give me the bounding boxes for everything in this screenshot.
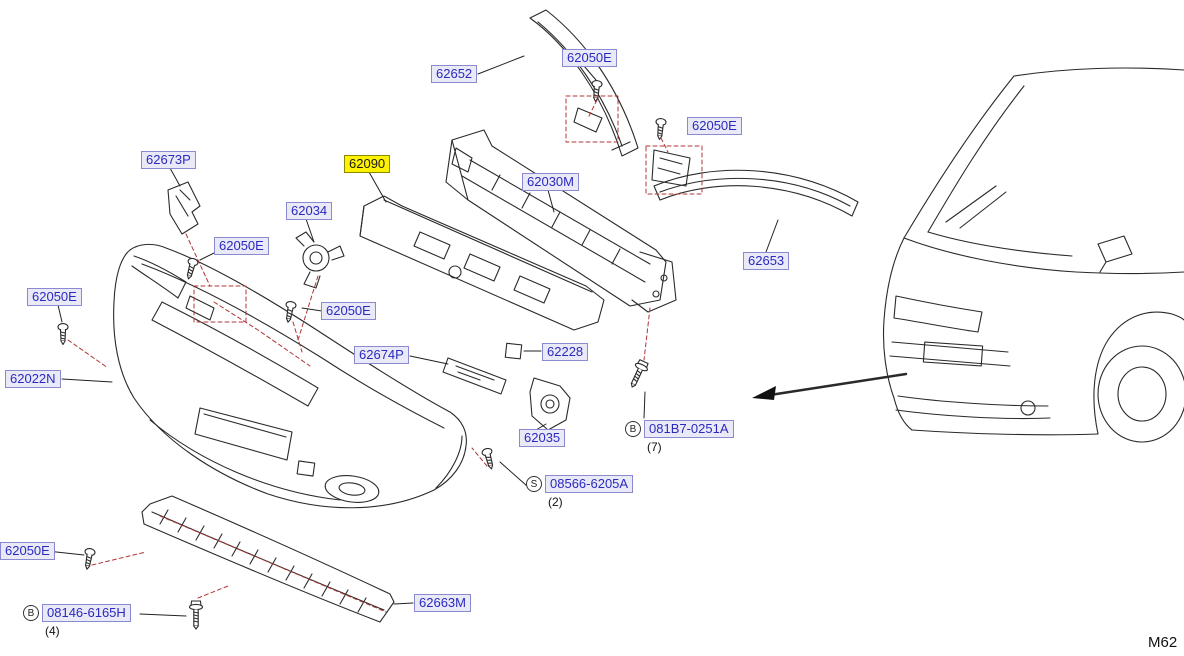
part-drawing-62090 bbox=[359, 195, 605, 331]
part-label-62035[interactable]: 62035 bbox=[519, 429, 566, 447]
part-label-62050E[interactable]: 62050E bbox=[321, 302, 376, 320]
part-number[interactable]: 62050E bbox=[0, 542, 55, 560]
part-number[interactable]: 62050E bbox=[27, 288, 82, 306]
part-number[interactable]: 62228 bbox=[542, 343, 589, 361]
part-label-62034[interactable]: 62034 bbox=[286, 202, 333, 220]
part-drawing-62673P bbox=[167, 181, 201, 235]
quantity: (7) bbox=[647, 440, 662, 455]
page-code: M62 bbox=[1148, 634, 1178, 651]
part-number[interactable]: 62050E bbox=[214, 237, 269, 255]
part-number[interactable]: 62674P bbox=[354, 346, 409, 364]
leader-lines bbox=[46, 55, 779, 617]
part-number[interactable]: 62090 bbox=[344, 155, 391, 173]
part-number[interactable]: 62030M bbox=[522, 173, 579, 191]
part-label-62050E[interactable]: 62050E bbox=[687, 117, 742, 135]
part-number[interactable]: 081B7-0251A bbox=[644, 420, 734, 438]
prefix-circle-B: B bbox=[625, 421, 641, 437]
part-number[interactable]: 08146-6165H bbox=[42, 604, 131, 622]
prefix-circle-B: B bbox=[23, 605, 39, 621]
part-drawing-62228 bbox=[504, 342, 523, 360]
part-label-62050E[interactable]: 62050E bbox=[27, 288, 82, 306]
part-number[interactable]: 62652 bbox=[431, 65, 478, 83]
part-label-62228[interactable]: 62228 bbox=[542, 343, 589, 361]
part-label-62652[interactable]: 62652 bbox=[431, 65, 478, 83]
part-label-62673P[interactable]: 62673P bbox=[141, 151, 196, 169]
part-number[interactable]: 62653 bbox=[743, 252, 790, 270]
part-drawing-62022N bbox=[113, 243, 467, 509]
part-number[interactable]: 62663M bbox=[414, 594, 471, 612]
part-label-62653[interactable]: 62653 bbox=[743, 252, 790, 270]
part-drawing-62674P bbox=[442, 357, 507, 395]
part-number[interactable]: 62022N bbox=[5, 370, 61, 388]
part-label-62674P[interactable]: 62674P bbox=[354, 346, 409, 364]
part-number[interactable]: 62673P bbox=[141, 151, 196, 169]
quantity: (4) bbox=[45, 624, 60, 639]
vehicle-illustration bbox=[882, 67, 1184, 443]
part-number[interactable]: 62034 bbox=[286, 202, 333, 220]
part-drawing-62034 bbox=[295, 231, 345, 289]
part-drawing-62030M bbox=[445, 129, 677, 313]
quantity: (2) bbox=[548, 495, 563, 510]
part-number[interactable]: 62035 bbox=[519, 429, 566, 447]
pointer-arrow bbox=[752, 372, 908, 400]
part-label-62090[interactable]: 62090 bbox=[344, 155, 391, 173]
part-number[interactable]: 62050E bbox=[687, 117, 742, 135]
part-label-62022N[interactable]: 62022N bbox=[5, 370, 61, 388]
part-label-62030M[interactable]: 62030M bbox=[522, 173, 579, 191]
part-number[interactable]: 62050E bbox=[321, 302, 376, 320]
part-label-62663M[interactable]: 62663M bbox=[414, 594, 471, 612]
part-label-62050E[interactable]: 62050E bbox=[0, 542, 55, 560]
part-number[interactable]: 62050E bbox=[562, 49, 617, 67]
prefix-circle-S: S bbox=[526, 476, 542, 492]
part-drawing-62035 bbox=[529, 377, 571, 431]
part-label-62050E[interactable]: 62050E bbox=[214, 237, 269, 255]
part-drawing-62653 bbox=[651, 149, 859, 217]
dashed-assembly-lines bbox=[67, 95, 703, 613]
part-number[interactable]: 08566-6205A bbox=[545, 475, 634, 493]
part-label-62050E[interactable]: 62050E bbox=[562, 49, 617, 67]
